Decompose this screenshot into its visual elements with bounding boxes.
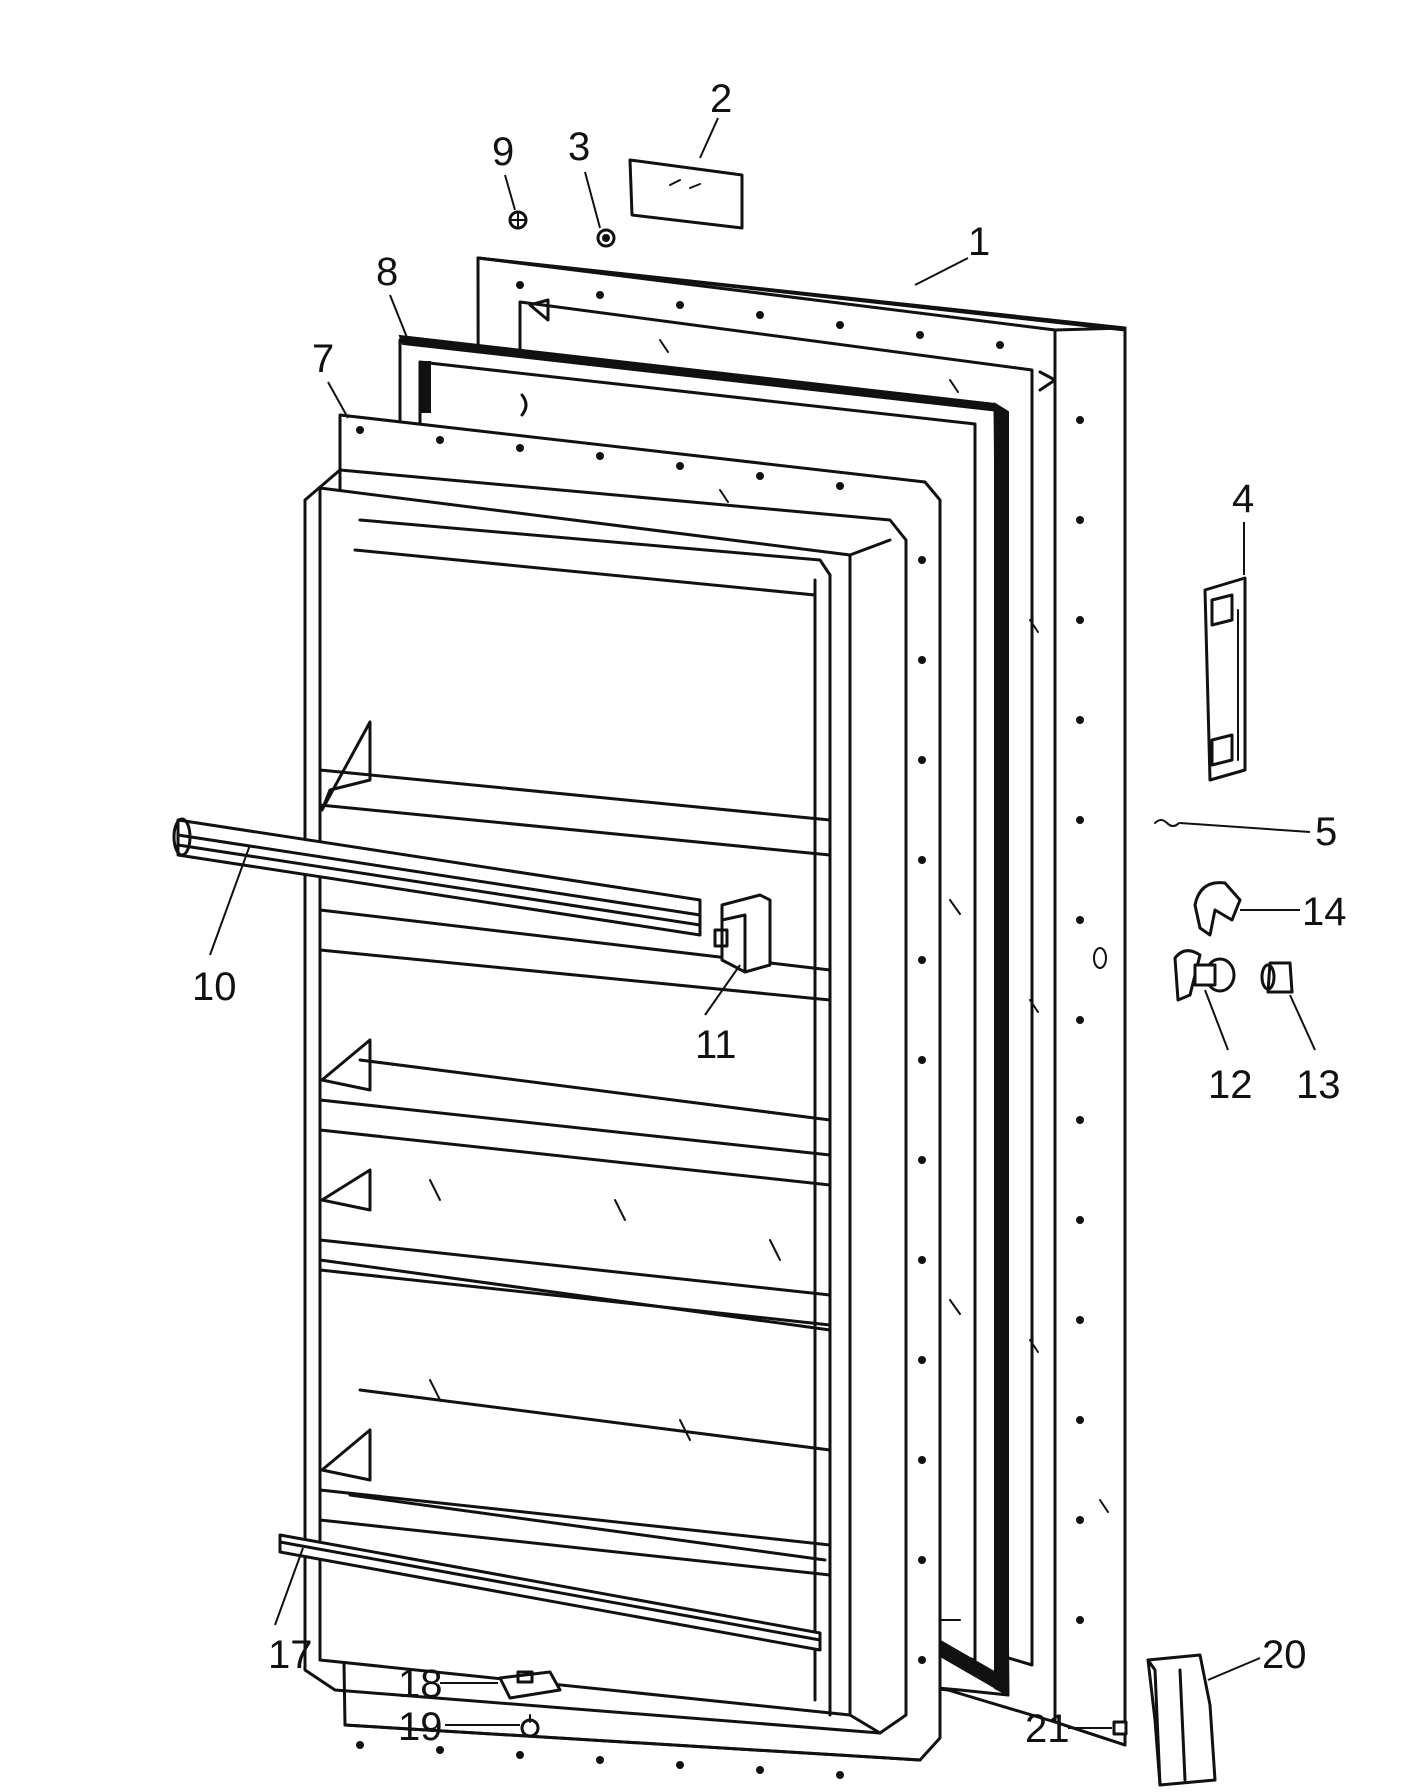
callout-19: 19 <box>398 1705 443 1749</box>
hinge-cover-20 <box>1146 1653 1217 1787</box>
callout-4: 4 <box>1232 477 1254 521</box>
callout-18: 18 <box>398 1662 443 1706</box>
callout-12: 12 <box>1208 1063 1253 1107</box>
callout-labels: 1 2 3 4 5 7 8 9 10 11 12 13 14 17 18 19 … <box>192 77 1347 1751</box>
callout-5: 5 <box>1315 810 1337 854</box>
nameplate <box>628 158 744 230</box>
plug-button-9 <box>508 210 528 230</box>
hinge-bracket-4 <box>1203 576 1247 782</box>
callout-13: 13 <box>1296 1063 1341 1107</box>
shelf-bar-bracket <box>713 893 772 974</box>
latch-knob-12 <box>1173 949 1236 1002</box>
callout-8: 8 <box>376 250 398 294</box>
clip-18 <box>498 1670 562 1700</box>
callout-11: 11 <box>695 1023 737 1067</box>
callout-14: 14 <box>1302 890 1347 934</box>
callout-9: 9 <box>492 130 514 174</box>
latch-cap-13 <box>1260 961 1294 994</box>
callout-20: 20 <box>1262 1633 1307 1677</box>
latch-14 <box>1193 881 1242 937</box>
callout-10: 10 <box>192 965 237 1009</box>
spring-5 <box>1154 819 1180 827</box>
screw-19 <box>520 1714 540 1738</box>
callout-7: 7 <box>312 337 334 381</box>
callout-21: 21 <box>1025 1707 1070 1751</box>
callout-3: 3 <box>568 125 590 169</box>
washer-21 <box>1112 1720 1128 1736</box>
bottom-trim-strip <box>278 1533 822 1652</box>
callout-2: 2 <box>710 77 732 121</box>
leader-lines <box>209 117 1316 1729</box>
inner-door-liner <box>303 413 942 1779</box>
callout-1: 1 <box>968 220 990 264</box>
shelf-bar <box>172 817 702 937</box>
callout-17: 17 <box>268 1633 313 1677</box>
screw-3 <box>596 228 616 248</box>
